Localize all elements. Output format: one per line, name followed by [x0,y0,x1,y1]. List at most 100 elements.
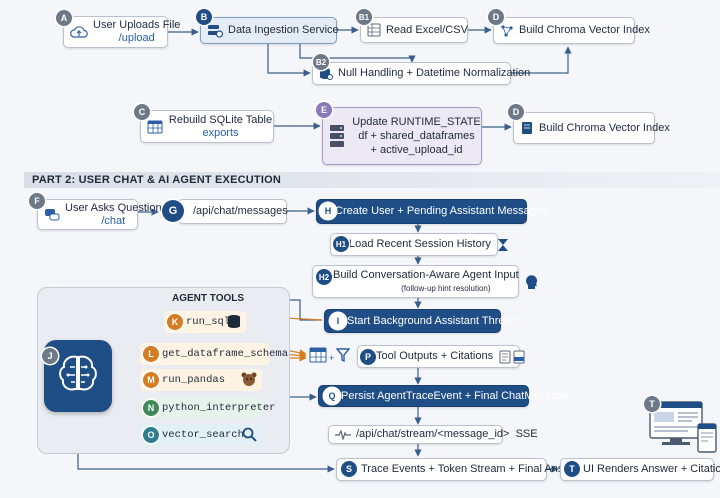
create-user-title: Create User + Pending Assistant Messages [335,205,548,217]
runtime-state-upload-id: + active_upload_id [370,144,463,156]
badge-e: E [316,102,332,118]
tool-run-pandas-label: run_pandas [162,374,226,386]
create-user-node: Create User + Pending Assistant Messages [316,199,547,224]
tool-python-interpreter: python_interpreter [140,397,275,418]
read-excel-node: Read Excel/CSV [360,17,468,43]
api-messages-route: /api/chat/messages [193,205,288,217]
user-asks-route: /chat [101,214,126,227]
badge-d-mid: D [508,104,524,120]
build-input-hint: (follow-up hint resolution) [401,283,491,293]
server-stack-icon [329,124,347,148]
build-input-node: Build Conversation-Aware Agent Input (fo… [312,265,537,298]
vector-graph-icon [500,24,514,38]
badge-q: Q [324,388,340,404]
badge-k: K [167,314,183,330]
badge-p: P [360,349,376,365]
chroma-index-top-title: Build Chroma Vector Index [519,24,650,36]
badge-a: A [56,10,72,26]
badge-h: H [320,203,336,219]
chroma-index-mid-node: Build Chroma Vector Index [513,112,670,144]
tool-run-sql: run_sql [164,311,246,333]
brain-circuit-icon [55,353,101,400]
badge-f: F [29,193,45,209]
read-excel-title: Read Excel/CSV [386,23,468,36]
user-uploads-node: User Uploads File /upload [63,16,180,48]
wire-b-b2 [267,44,311,77]
build-input-title: Build Conversation-Aware Agent Input [333,268,519,281]
funnel-icon [335,347,351,368]
runtime-state-title: Update RUNTIME_STATE [352,116,481,128]
tool-get-dataframe-schema-label: get_dataframe_schema [162,348,289,360]
hourglass-icon [497,238,509,252]
stream-route: /api/chat/stream/<message_id> SSE [356,428,538,440]
tool-outputs-title: Tool Outputs + Citations [376,350,494,362]
runtime-state-node: Update RUNTIME_STATE df + shared_datafra… [322,107,482,165]
bear-icon [241,372,257,391]
chroma-index-mid-title: Build Chroma Vector Index [539,121,670,134]
ui-renders-title: UI Renders Answer + Citations [583,463,720,475]
tool-run-pandas: run_pandas [140,369,262,391]
user-asks-node: User Asks Question /chat [37,199,162,230]
stream-node: /api/chat/stream/<message_id> SSE [328,425,538,444]
database-gear-icon [319,67,333,81]
badge-g: G [162,200,184,222]
badge-m: M [143,372,159,388]
persist-node: Persist AgentTraceEvent + Final ChatMess… [318,385,569,407]
badge-h1: H1 [333,236,349,252]
tool-python-interpreter-label: python_interpreter [162,401,276,414]
sqlite-title: Rebuild SQLite Table [168,113,273,126]
user-asks-title: User Asks Question [65,201,162,214]
badge-o: O [143,427,159,443]
devices-illustration [648,400,718,459]
runtime-state-frames: df + shared_dataframes [358,130,475,142]
trace-events-title: Trace Events + Token Stream + Final Answ… [361,463,582,475]
load-history-node: Load Recent Session History [330,233,508,256]
badge-c: C [134,104,150,120]
ingestion-title: Data Ingestion Service [228,24,339,36]
wire-b-down [299,44,416,63]
part2-banner: PART 2: USER CHAT & AI AGENT EXECUTION [24,172,720,188]
ingestion-node: Data Ingestion Service [200,17,339,44]
document-edit-icon [499,350,525,364]
wire-b2-d [511,46,572,74]
api-messages-node: /api/chat/messages [178,199,288,224]
start-thread-title: Start Background Assistant Thread [347,314,517,327]
null-handling-title: Null Handling + Datetime Normalization [338,67,531,79]
ui-renders-node: UI Renders Answer + Citations [560,458,720,481]
cloud-upload-icon [70,25,88,39]
badge-h2: H2 [316,269,332,285]
load-history-title: Load Recent Session History [349,238,491,250]
magnifier-icon [242,427,257,446]
book-icon [520,121,534,135]
badge-b2: B2 [313,54,329,70]
table-grid-icon [309,347,327,368]
badge-b: B [196,9,212,25]
badge-b1: B1 [356,9,372,25]
user-uploads-route: /upload [118,32,155,44]
chat-user-icon [44,208,60,222]
start-thread-node: Start Background Assistant Thread [324,309,517,333]
tool-run-sql-label: run_sql [186,316,231,328]
badge-t-devices: T [644,396,660,412]
chroma-index-top-node: Build Chroma Vector Index [493,17,650,44]
badge-t: T [564,461,580,477]
spreadsheet-file-icon [367,23,381,37]
sqlite-node: Rebuild SQLite Table exports [140,110,274,143]
tool-outputs-icons: + [309,347,351,368]
waveform-icon [335,429,351,440]
badge-i: I [330,313,346,329]
badge-n: N [143,400,159,416]
agent-tools-title: AGENT TOOLS [172,293,245,304]
monitor-laptop-phone-icon [648,401,718,458]
sql-database-icon [227,314,241,333]
badge-l: L [143,346,159,362]
sqlite-table-name: exports [202,126,239,139]
badge-d-top: D [488,9,504,25]
persist-title: Persist AgentTraceEvent + Final ChatMess… [341,389,569,402]
tool-vector-search: vector_search [140,424,262,446]
user-uploads-title: User Uploads File [93,19,181,31]
tool-get-dataframe-schema: get_dataframe_schema [140,343,288,365]
table-grid-icon [147,120,163,134]
tool-vector-search-label: vector_search [162,429,244,441]
trace-events-node: Trace Events + Token Stream + Final Answ… [336,458,581,481]
